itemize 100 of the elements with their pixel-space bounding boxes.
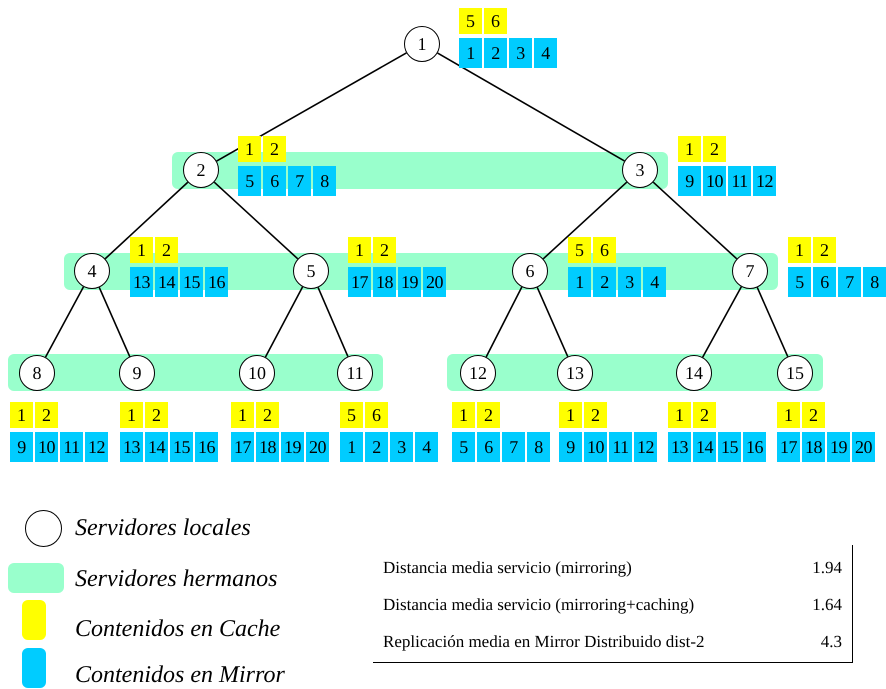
mirror-content-cell: 18 [373,267,396,297]
mirror-content-cell: 10 [584,432,607,462]
cache-content-cell: 2 [802,402,825,428]
mirror-content-cell: 16 [743,432,766,462]
mirror-content-cell: 20 [306,432,329,462]
legend-label: Contenidos en Cache [75,615,280,644]
cache-content-cell: 1 [120,402,143,428]
mirror-content-cell: 17 [348,267,371,297]
mirror-content-cell: 18 [802,432,825,462]
legend-label: Servidores hermanos [75,565,278,594]
mirror-content-cell: 10 [35,432,58,462]
mirror-content-cell: 18 [256,432,279,462]
mirror-content-cell: 12 [85,432,108,462]
mirror-content-cell: 17 [777,432,800,462]
cache-content-cell: 2 [813,237,836,263]
mirror-content-cell: 20 [852,432,875,462]
mirror-content-cell: 8 [527,432,550,462]
cache-content-cell: 1 [788,237,811,263]
mirror-content-cell: 19 [281,432,304,462]
mirror-content-cell: 11 [728,166,751,196]
mirror-content-cell: 7 [838,267,861,297]
cache-content-cell: 6 [593,237,616,263]
mirror-content-cell: 7 [288,166,311,196]
cache-content-cell: 5 [459,8,482,34]
mirror-content-cell: 13 [120,432,143,462]
cache-content-cell: 2 [373,237,396,263]
mirror-content-cell: 6 [477,432,500,462]
mirror-content-cell: 14 [145,432,168,462]
mirror-content-cell: 13 [130,267,153,297]
mirror-content-cell: 9 [559,432,582,462]
mirror-content-cell: 15 [170,432,193,462]
mirror-content-cell: 9 [678,166,701,196]
cache-content-cell: 1 [231,402,254,428]
mirror-content-cell: 15 [718,432,741,462]
mirror-content-cell: 3 [509,38,532,68]
mirror-content-cell: 5 [788,267,811,297]
cache-content-cell: 1 [668,402,691,428]
cache-content-cell: 6 [484,8,507,34]
tree-link [317,287,349,357]
tree-link [756,287,788,357]
mirror-content-cell: 14 [693,432,716,462]
cache-content-cell: 2 [256,402,279,428]
table-cell-text: 4.3 [820,631,842,653]
cache-content-cell: 1 [10,402,33,428]
cache-content-cell: 5 [340,402,363,428]
cache-content-cell: 2 [145,402,168,428]
mirror-content-cell: 12 [753,166,776,196]
table-cell-text: 1.94 [812,557,842,579]
mirror-content-cell: 5 [238,166,261,196]
mirror-content-cell: 19 [827,432,850,462]
mirror-content-cell: 10 [703,166,726,196]
cache-content-cell: 2 [35,402,58,428]
tree-link [702,286,742,358]
tree-link [104,182,188,260]
legend-label: Servidores locales [75,514,251,543]
mirror-content-cell: 20 [423,267,446,297]
mirror-content-cell: 2 [484,38,507,68]
mirror-content-cell: 16 [205,267,228,297]
mirror-content-cell: 2 [593,267,616,297]
cache-content-cell: 1 [452,402,475,428]
table-cell-text: Replicación media en Mirror Distribuido dist-2 [383,631,705,653]
mirror-content-cell: 15 [180,267,203,297]
tree-link [98,287,130,357]
cache-content-cell: 2 [155,237,178,263]
tree-link [214,182,298,260]
mirror-content-cell: 4 [643,267,666,297]
tree-link [536,287,568,357]
mirror-content-cell: 11 [60,432,83,462]
cache-content-cell: 2 [477,402,500,428]
mirror-content-cell: 19 [398,267,421,297]
mirror-content-cell: 9 [10,432,33,462]
cache-content-cell: 2 [703,136,726,162]
mirror-content-cell: 6 [263,166,286,196]
mirror-content-cell: 17 [231,432,254,462]
cache-content-cell: 1 [238,136,261,162]
mirror-content-cell: 8 [313,166,336,196]
mirror-content-cell: 1 [459,38,482,68]
mirror-content-cell: 7 [502,432,525,462]
mirror-content-cell: 14 [155,267,178,297]
mirror-content-cell: 13 [668,432,691,462]
cache-content-cell: 1 [348,237,371,263]
table-cell-text: Distancia media servicio (mirroring) [383,557,632,579]
cache-content-cell: 1 [678,136,701,162]
cache-content-cell: 1 [559,402,582,428]
mirror-content-cell: 4 [415,432,438,462]
tree-link [542,182,628,260]
tree-link [264,286,304,358]
mirror-content-cell: 1 [340,432,363,462]
cache-content-cell: 2 [584,402,607,428]
table-cell-text: Distancia media servicio (mirroring+caching) [383,594,694,616]
mirror-content-cell: 6 [813,267,836,297]
tree-link [216,52,407,162]
mirror-content-cell: 2 [365,432,388,462]
legend-label: Contenidos en Mirror [75,661,285,689]
tree-link [437,52,625,162]
tree-link [485,286,523,358]
cache-content-cell: 5 [568,237,591,263]
mirror-content-cell: 16 [195,432,218,462]
mirror-content-cell: 12 [634,432,657,462]
mirror-content-cell: 4 [534,38,557,68]
